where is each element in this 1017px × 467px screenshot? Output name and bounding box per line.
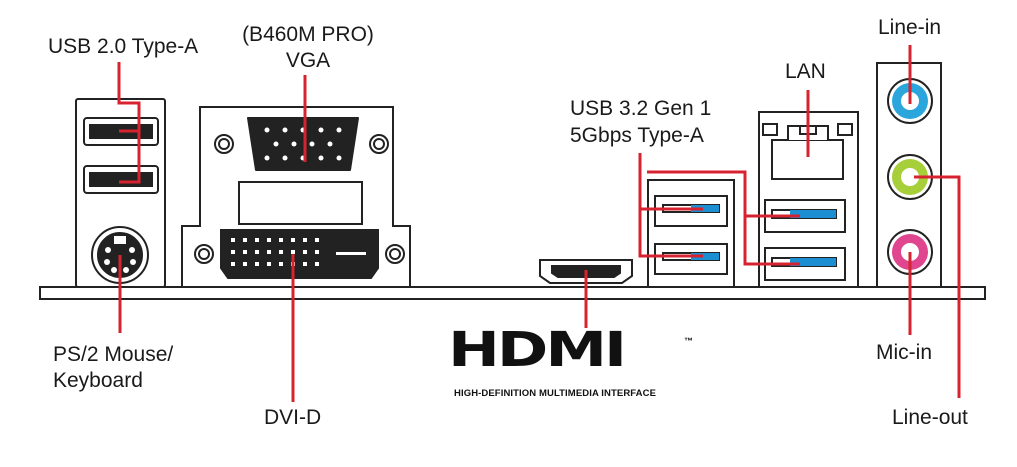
- hdmi-logo-tm: ™: [684, 336, 693, 346]
- label-lan: LAN: [785, 60, 826, 83]
- vga-dvi-stack: [181, 106, 411, 288]
- leader-line-out: [914, 175, 961, 398]
- label-ps2-line2: Keyboard: [53, 369, 143, 392]
- leader-usb2: [117, 62, 141, 184]
- label-usb2: USB 2.0 Type-A: [48, 35, 199, 58]
- hdmi-logo-tagline: HIGH-DEFINITION MULTIMEDIA INTERFACE: [454, 388, 657, 399]
- label-usb32-line2: 5Gbps Type-A: [570, 124, 704, 147]
- leader-usb32: [638, 153, 800, 266]
- label-vga-model: (B460M PRO): [242, 23, 374, 46]
- label-line-in: Line-in: [878, 16, 942, 39]
- hdmi-logo-word: HDMI: [448, 320, 627, 378]
- label-dvi: DVI-D: [264, 406, 322, 429]
- usb32-stack-left: [647, 179, 735, 288]
- label-mic-in: Mic-in: [876, 341, 932, 364]
- label-vga: VGA: [285, 49, 331, 72]
- io-shield-edge: [39, 286, 986, 300]
- label-line-out: Line-out: [892, 406, 968, 429]
- label-ps2-line1: PS/2 Mouse/: [53, 343, 174, 366]
- label-usb32-line1: USB 3.2 Gen 1: [570, 97, 712, 120]
